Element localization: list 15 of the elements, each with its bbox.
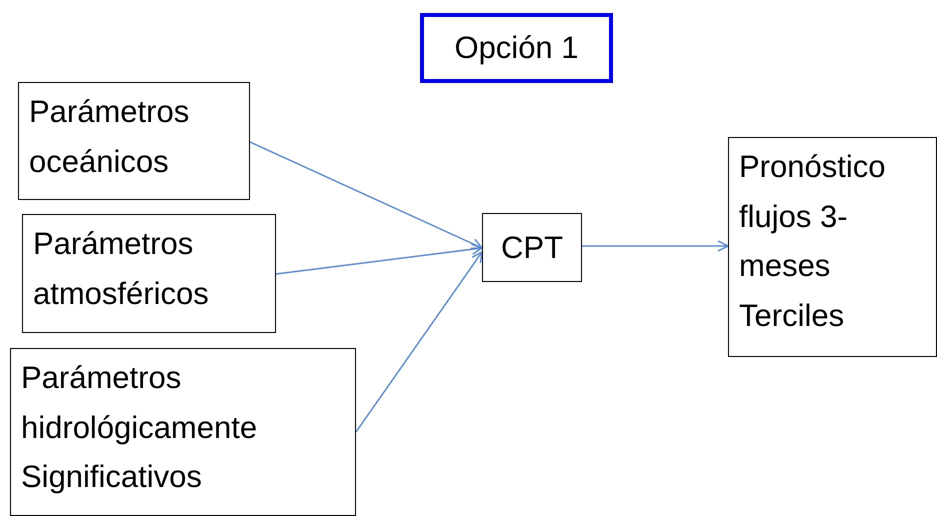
arrow <box>355 251 483 432</box>
arrow <box>582 240 729 252</box>
box-text: Parámetros hidrológicamente Significativos <box>21 360 258 494</box>
process-box <box>728 137 937 357</box>
arrow <box>250 141 483 250</box>
process-box <box>482 213 582 282</box>
process-box <box>18 82 250 200</box>
box-text: Pronóstico flujos 3-meses Terciles <box>739 149 886 333</box>
process-box <box>22 214 276 333</box>
title-box: Opción 1 <box>420 13 613 83</box>
box-text: CPT <box>501 228 563 267</box>
process-box <box>10 348 356 516</box>
box-text: Parámetros oceánicos <box>29 94 190 179</box>
box-text: Parámetros atmosféricos <box>33 226 209 311</box>
arrow <box>276 244 483 275</box>
